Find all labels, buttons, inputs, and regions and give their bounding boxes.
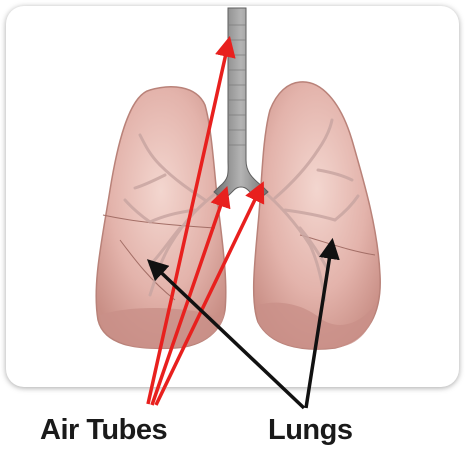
air-tubes-label: Air Tubes bbox=[40, 414, 167, 447]
trachea bbox=[214, 8, 268, 200]
lungs-label: Lungs bbox=[268, 414, 353, 447]
